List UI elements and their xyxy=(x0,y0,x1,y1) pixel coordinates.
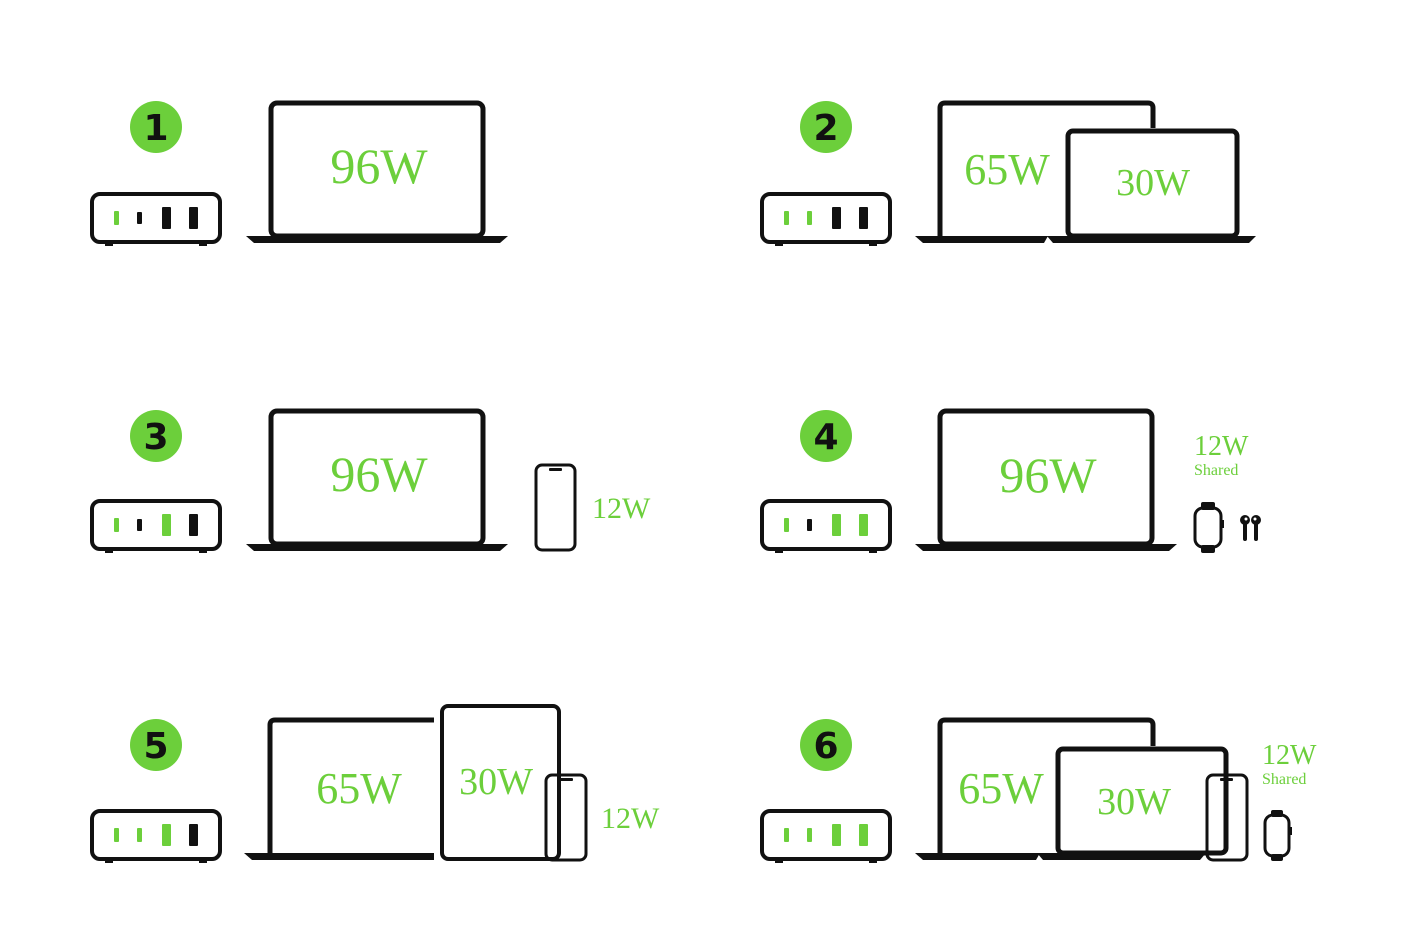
port-4 xyxy=(859,824,868,846)
scenario-number: 4 xyxy=(813,417,838,458)
laptop2-watts: 30W xyxy=(1116,162,1190,204)
phone-icon xyxy=(534,463,577,552)
scenario-number: 6 xyxy=(813,726,838,767)
laptop-icon xyxy=(1047,128,1256,243)
scenario-2: 2 65W 30W xyxy=(760,100,1256,246)
scenario-number: 1 xyxy=(143,108,168,149)
scenario-5: 5 65W 30W 12W xyxy=(90,704,660,863)
phone-watts: 12W xyxy=(601,802,660,835)
smartwatch-icon xyxy=(1193,502,1224,553)
scenario-badge xyxy=(130,101,182,153)
shared-watts: 12W xyxy=(1194,431,1249,462)
port-3 xyxy=(832,514,841,536)
charger-hub-icon xyxy=(90,499,222,553)
laptop-watts: 65W xyxy=(316,764,402,813)
port-2 xyxy=(137,519,142,531)
scenario-1: 1 96W xyxy=(90,100,508,246)
tablet-icon xyxy=(440,704,561,861)
laptop-icon xyxy=(246,408,508,551)
laptop-watts: 96W xyxy=(330,138,428,194)
charger-hub-icon xyxy=(760,499,892,553)
port-2 xyxy=(807,519,812,531)
laptop-watts: 65W xyxy=(964,145,1050,194)
phone-watts: 12W xyxy=(592,492,651,525)
laptop-icon xyxy=(915,408,1177,551)
scenario-3: 3 96W 12W xyxy=(90,408,651,553)
port-1 xyxy=(784,518,789,532)
laptop-icon xyxy=(246,100,508,243)
earbuds-icon xyxy=(1240,515,1261,541)
scenario-number: 3 xyxy=(143,417,168,458)
charger-hub-icon xyxy=(760,809,892,863)
port-1 xyxy=(784,211,789,225)
tablet-watts: 30W xyxy=(459,761,533,803)
smartwatch-icon xyxy=(1263,810,1292,861)
laptop2-watts: 30W xyxy=(1097,781,1171,823)
port-4 xyxy=(859,207,868,229)
port-2 xyxy=(807,211,812,225)
port-2 xyxy=(137,212,142,224)
port-3 xyxy=(162,824,171,846)
scenario-badge xyxy=(130,410,182,462)
scenario-number: 2 xyxy=(813,108,838,149)
charger-hub-icon xyxy=(90,192,222,246)
charger-hub-icon xyxy=(760,192,892,246)
port-2 xyxy=(807,828,812,842)
scenario-badge xyxy=(800,101,852,153)
laptop-watts: 96W xyxy=(999,447,1097,503)
port-3 xyxy=(832,207,841,229)
port-1 xyxy=(784,828,789,842)
laptop-icon xyxy=(1037,746,1229,860)
port-4 xyxy=(189,824,198,846)
charger-hub-icon xyxy=(90,809,222,863)
scenario-badge xyxy=(130,719,182,771)
port-4 xyxy=(189,207,198,229)
port-1 xyxy=(114,211,119,225)
scenario-4: 4 96W 12W Shared xyxy=(760,408,1261,553)
port-3 xyxy=(162,207,171,229)
port-3 xyxy=(162,514,171,536)
shared-label: Shared xyxy=(1194,462,1238,479)
scenario-badge xyxy=(800,719,852,771)
laptop-icon xyxy=(244,717,434,860)
scenario-6: 6 65W 30W 12W Shared xyxy=(760,717,1317,863)
laptop-icon xyxy=(915,717,1156,860)
port-4 xyxy=(189,514,198,536)
port-1 xyxy=(114,518,119,532)
scenario-number: 5 xyxy=(143,726,168,767)
laptop-watts: 65W xyxy=(958,764,1044,813)
shared-label: Shared xyxy=(1262,771,1306,788)
laptop-watts: 96W xyxy=(330,446,428,502)
port-4 xyxy=(859,514,868,536)
port-2 xyxy=(137,828,142,842)
laptop-icon xyxy=(915,100,1156,243)
scenario-badge xyxy=(800,410,852,462)
phone-icon xyxy=(1205,773,1249,862)
phone-icon xyxy=(544,773,588,862)
port-3 xyxy=(832,824,841,846)
port-1 xyxy=(114,828,119,842)
shared-watts: 12W xyxy=(1262,740,1317,771)
